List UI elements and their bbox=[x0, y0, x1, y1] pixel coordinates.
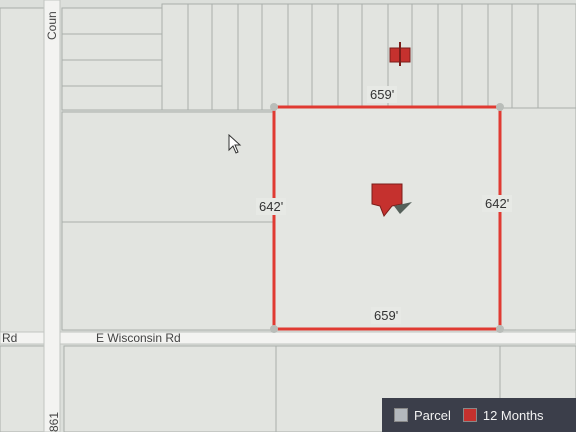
right-lot bbox=[499, 107, 576, 331]
left-lots bbox=[0, 7, 275, 334]
small-property-marker-icon[interactable] bbox=[389, 42, 411, 66]
street-label-861: 861 bbox=[47, 411, 61, 432]
property-marker-icon[interactable] bbox=[371, 183, 412, 217]
top-dimension-label: 659' bbox=[367, 86, 398, 103]
county-road bbox=[43, 0, 61, 432]
bottom-dimension-label: 659' bbox=[371, 307, 402, 324]
street-label-rd: Rd bbox=[2, 331, 18, 345]
map-legend: Parcel 12 Months bbox=[382, 398, 576, 432]
left-dimension-label: 642' bbox=[256, 198, 287, 215]
right-dimension-label: 642' bbox=[482, 195, 513, 212]
legend-label-parcel: Parcel bbox=[414, 407, 451, 423]
street-label-county: Coun bbox=[45, 11, 59, 40]
parcel-swatch-icon bbox=[394, 408, 408, 422]
street-label-e-wisconsin-rd: E Wisconsin Rd bbox=[96, 331, 181, 345]
e-wisconsin-rd-road bbox=[0, 331, 576, 345]
twelve-months-swatch-icon bbox=[462, 408, 477, 422]
legend-item-12-months[interactable]: 12 Months bbox=[462, 407, 544, 423]
parcel-corner-dots bbox=[270, 103, 504, 333]
selected-parcel-outline[interactable] bbox=[272, 105, 502, 331]
legend-item-parcel[interactable]: Parcel bbox=[394, 408, 451, 423]
mouse-cursor-icon bbox=[228, 134, 242, 154]
top-lots bbox=[61, 3, 576, 111]
legend-label-12-months: 12 Months bbox=[482, 407, 544, 423]
